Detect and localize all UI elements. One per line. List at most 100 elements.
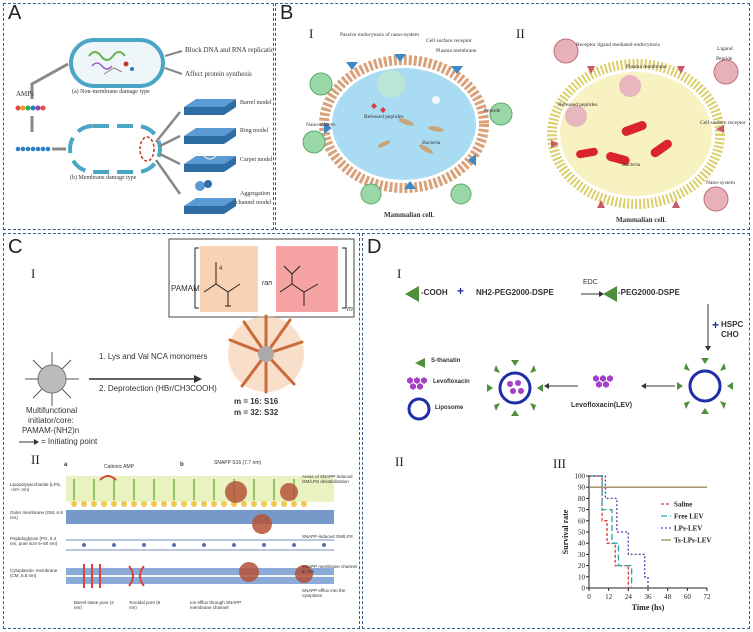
bacterium-intact — [69, 38, 165, 88]
series-line-lps-lev — [589, 475, 649, 588]
cooh-label: -COOH — [421, 288, 448, 297]
panel-c: C I II — [3, 233, 360, 629]
step1-text: 1. Lys and Val NCA monomers — [99, 352, 208, 361]
released-peptides-label-i: Released peptides — [364, 114, 404, 120]
pamam-prefix: PAMAM — [171, 284, 200, 293]
passive-endocytosis-label: Passive endocytosis of nano-system — [340, 32, 419, 38]
thanatin-triangle-1 — [405, 286, 419, 302]
x-tick-label: 12 — [605, 593, 613, 601]
y-axis-label: Survival rate — [561, 509, 570, 554]
step2-label: 2. Deprotection (HBr/CH3COOH) — [99, 384, 217, 393]
effect-dna: Block DNA and RNA replication — [185, 46, 274, 54]
panel-a-figure — [15, 38, 236, 214]
edc-label: EDC — [583, 279, 598, 286]
released-peptides-label-ii: Released peptides — [558, 102, 598, 108]
series-line-free-lev — [589, 475, 633, 588]
hspc-label: HSPC — [721, 320, 744, 329]
x-tick-label: 72 — [704, 593, 712, 601]
legend-thanatin-label: S-thanatin — [431, 358, 461, 364]
toroidal-pore-label: Toroidal pore (6 nm) — [129, 600, 161, 610]
plasma-membrane-ii — [547, 59, 725, 209]
panel-c-label: C — [8, 236, 23, 258]
panel-d-sub-ii: II — [395, 454, 404, 469]
cho-label: CHO — [721, 330, 739, 339]
legend-label-ts-lps-lev: Ts-LPs-LEV — [674, 537, 711, 545]
legend-levofloxacin-label: Levofloxacin — [433, 379, 470, 385]
receptor-ligand-label: Receptor ligand mediated endocytosis — [576, 42, 660, 48]
lps-label: Lipopolysaccharide (LPS, ~10+ nm) — [10, 482, 62, 492]
y-tick-label: 80 — [578, 495, 586, 503]
ring-model-graphic — [184, 128, 236, 144]
mech-b-label: b — [180, 462, 184, 468]
ion-efflux-label: Ion efflux through SNAPP membrane channe… — [190, 600, 242, 610]
effect-protein: Affect protein synthesis — [185, 70, 252, 78]
membrane-caption: (b) Membrane damage type — [70, 175, 137, 181]
nano-system-label-i: Nano-system — [306, 122, 336, 128]
nano-systems-i — [302, 72, 513, 205]
y-tick-label: 30 — [578, 551, 586, 559]
plasma-membrane-label-ii: Plasma membrane — [626, 64, 667, 70]
cm-channel-label: SNAPP membrane channel in CM — [302, 564, 357, 574]
val-segment — [276, 246, 338, 312]
legend-liposome-label: Liposome — [435, 405, 464, 411]
initiator-line-2: initiator/core: — [28, 416, 74, 425]
efflux-label: SNAPP efflux into the cytoplasm — [302, 588, 346, 598]
x-tick-label: 0 — [587, 593, 591, 601]
ring-model-label: Ring model — [240, 128, 269, 134]
step1-label: 1. Lys and Val NCA monomers — [99, 352, 208, 361]
legend-label-lps-lev: LPs-LEV — [674, 525, 702, 533]
panel-b-sub-ii: II — [516, 26, 525, 41]
y-tick-label: 90 — [578, 484, 586, 492]
mammalian-cell-label-ii: Mammalian cell. — [616, 216, 667, 224]
plus-1: + — [457, 284, 465, 298]
initiator-line-1: Multifunctional — [26, 406, 78, 415]
x-axis-label: Time (hs) — [632, 603, 665, 612]
barrel-model-graphic — [184, 99, 236, 115]
initiating-point-label: = Initiating point — [41, 437, 98, 446]
y-tick-label: 10 — [578, 573, 586, 581]
subscript-4: 4 — [219, 266, 223, 272]
panel-d-sub-iii: III — [553, 456, 566, 471]
liposome-loaded — [487, 360, 543, 416]
y-tick-label: 70 — [578, 506, 586, 514]
y-tick-label: 20 — [578, 562, 586, 570]
legend-thanatin-swatch — [415, 358, 425, 368]
series-line-saline — [589, 475, 629, 588]
y-tick-label: 0 — [582, 585, 586, 593]
panel-b-sub-i: I — [309, 26, 314, 41]
ran-label: ran — [262, 280, 273, 287]
panel-b-label: B — [280, 3, 294, 24]
peptide-label-ii: Peptide — [716, 56, 733, 62]
thanatin-triangle-2 — [603, 286, 617, 302]
legend-liposome-swatch — [407, 397, 431, 421]
levofloxacin-cluster — [593, 375, 613, 388]
liposome-peg — [677, 358, 733, 414]
legend-label-saline: Saline — [674, 501, 692, 509]
bacteria-label-ii: Bacteria — [622, 162, 641, 168]
receptor-label-ii: Cell surface receptor — [700, 120, 746, 126]
cationic-amp-label: Cationic AMP — [104, 464, 135, 470]
subscript-m: m — [347, 306, 353, 313]
outer-membrane-label: Outer membrane (OM, 6.9 nm) — [10, 510, 63, 520]
plus-2: + — [712, 318, 720, 332]
bacteria-ii — [576, 121, 672, 165]
y-tick-label: 100 — [575, 473, 586, 481]
mammalian-cell-label-i: Mammalian cell. — [384, 211, 435, 219]
y-tick-label: 60 — [578, 517, 586, 525]
panel-d: D I II III — [362, 233, 750, 629]
receptors-ii — [551, 66, 724, 208]
initiator-core — [37, 364, 67, 394]
areas-label: Areas of SNAPP-induced OM/LPS destabiliz… — [302, 474, 353, 484]
carpet-model-graphic — [184, 152, 236, 172]
snapp-star-polymer — [228, 314, 304, 394]
aggregation-model-graphic — [184, 180, 236, 214]
panel-b: B I II — [275, 3, 750, 230]
snapp-size-label: SNAPP S16 (7.7 nm) — [214, 460, 262, 466]
lev-label: Levofloxacin(LEV) — [571, 402, 633, 409]
ligand-label-ii: Ligand — [717, 46, 733, 52]
x-tick-label: 48 — [664, 593, 672, 601]
plasma-membrane-label-i: Plasma membrane — [436, 48, 477, 54]
non-membrane-caption: (a) Non-membrane damage type — [72, 89, 150, 95]
cell-interior-ii — [560, 72, 712, 196]
x-tick-label: 36 — [645, 593, 653, 601]
